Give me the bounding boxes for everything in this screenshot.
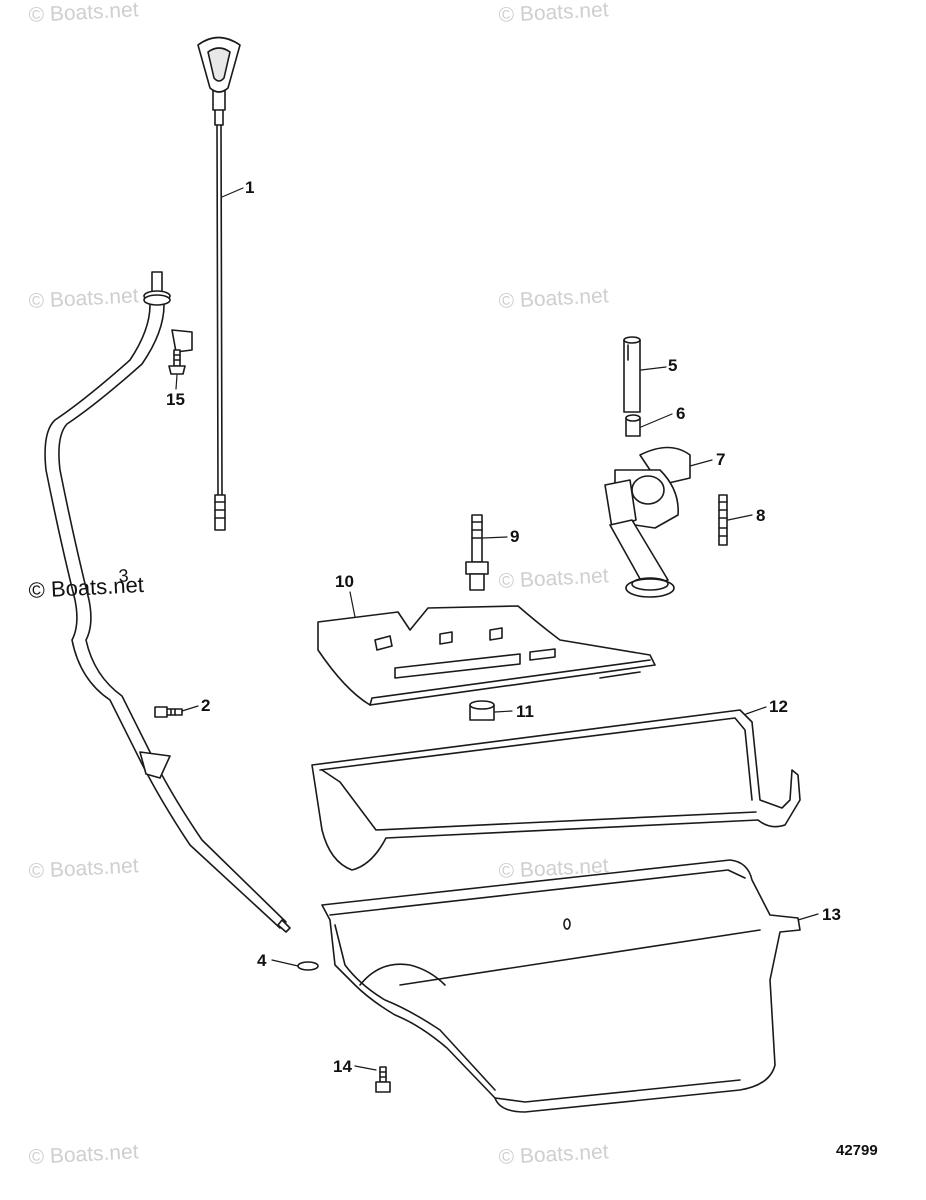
stud-8 <box>718 494 728 546</box>
bolt-15 <box>168 349 186 375</box>
oil-pan-13 <box>321 859 801 1113</box>
o-ring-4 <box>297 961 319 971</box>
callout-6: 6 <box>676 404 686 423</box>
callout-10: 10 <box>335 572 354 591</box>
windage-tray-10 <box>317 605 656 706</box>
callout-1: 1 <box>245 178 255 197</box>
callout-11: 11 <box>516 702 534 721</box>
oil-pan-gasket-12 <box>311 709 801 871</box>
stud-9 <box>465 514 489 591</box>
callout-13: 13 <box>822 905 841 924</box>
callout-4: 4 <box>257 951 267 970</box>
nut-11 <box>469 700 495 721</box>
dipstick <box>197 36 241 531</box>
bolt-2 <box>154 706 183 718</box>
dipstick-tube <box>44 271 291 933</box>
callout-7: 7 <box>716 450 726 469</box>
callout-12: 12 <box>769 697 788 716</box>
oil-pump-7 <box>604 446 691 598</box>
callout-5: 5 <box>668 356 678 375</box>
pump-shaft-5 <box>623 336 641 413</box>
callout-9: 9 <box>510 527 520 546</box>
callout-2: 2 <box>201 696 211 715</box>
diagram-reference-number: 42799 <box>836 1142 878 1159</box>
callout-15: 15 <box>166 390 185 409</box>
bolt-14 <box>375 1066 391 1093</box>
callout-8: 8 <box>756 506 766 525</box>
callout-14: 14 <box>333 1057 352 1076</box>
leader-lines <box>175 187 819 1071</box>
coupler-6 <box>625 414 641 437</box>
